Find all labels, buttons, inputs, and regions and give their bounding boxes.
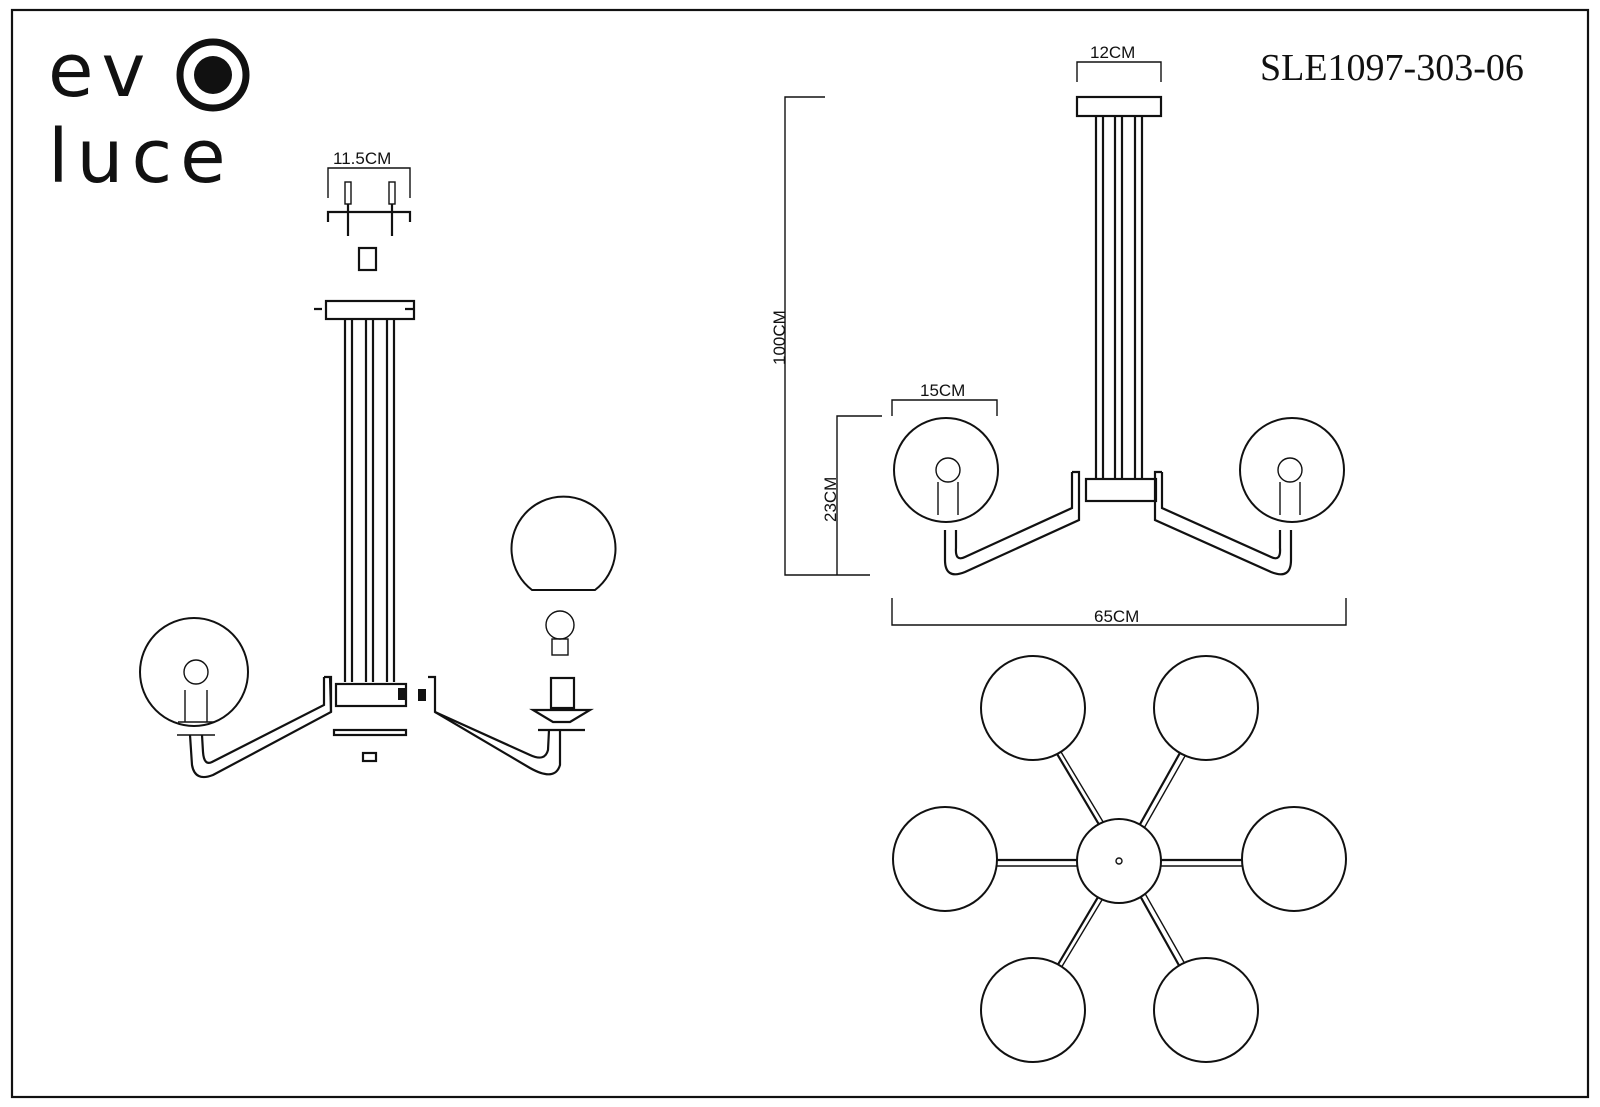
globe-top-3 <box>892 806 998 912</box>
globe-top-4 <box>1241 806 1347 912</box>
center-hub <box>1076 818 1162 904</box>
hub <box>1084 477 1158 503</box>
top-view <box>892 655 1347 1063</box>
globe-left <box>893 417 999 523</box>
globe-shade <box>139 617 249 727</box>
terminal-block-icon <box>357 246 378 272</box>
dim-total-width: 65CM <box>1094 607 1139 626</box>
dim-total-height: 100CM <box>770 310 789 365</box>
canopy <box>324 299 416 321</box>
hub <box>334 682 408 708</box>
dim-arm-height: 23CM <box>821 477 840 522</box>
canopy <box>1075 95 1163 118</box>
globe-exploded <box>510 495 617 591</box>
globe-top-1 <box>980 655 1086 761</box>
side-view: 12CM 100CM 23CM 15CM 65CM <box>770 43 1347 626</box>
bulb-icon <box>545 610 575 640</box>
socket <box>549 676 576 710</box>
globe-top-5 <box>980 957 1086 1063</box>
dim-globe-diameter: 15CM <box>920 381 965 400</box>
globe-right <box>1239 417 1345 523</box>
exploded-view: 11.5CM <box>139 149 617 779</box>
dim-mount-width: 11.5CM <box>333 149 391 168</box>
dim-canopy-width: 12CM <box>1090 43 1135 62</box>
evoluce-logo: ev luce <box>48 28 250 200</box>
globe-top-2 <box>1153 655 1259 761</box>
logo-text-luce: luce <box>48 114 234 200</box>
globe-top-6 <box>1153 957 1259 1063</box>
page-border <box>10 8 1590 1099</box>
logo-text-ev: ev <box>48 28 153 114</box>
model-number: SLE1097-303-06 <box>1260 47 1524 89</box>
